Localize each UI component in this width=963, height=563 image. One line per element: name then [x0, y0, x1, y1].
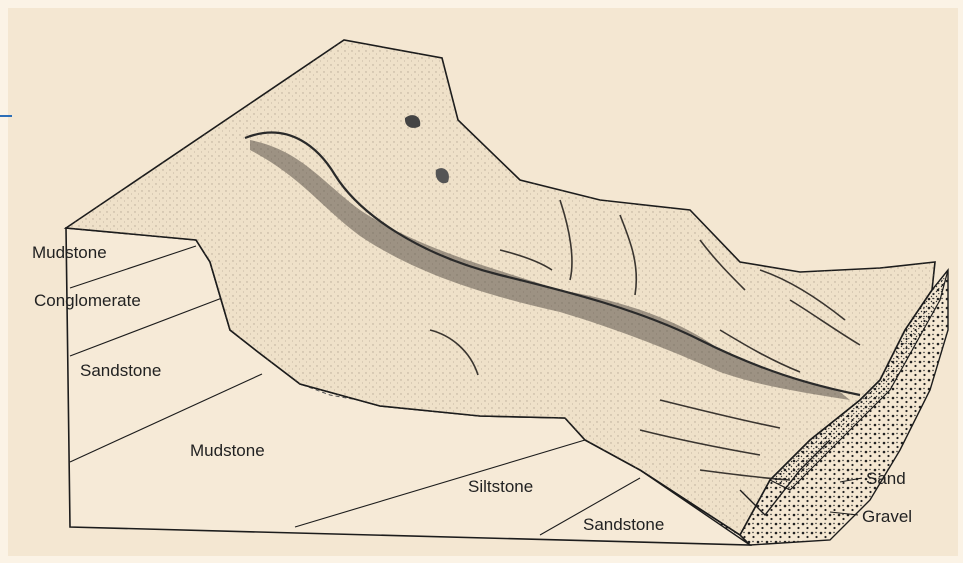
label-sand: Sand [866, 469, 906, 488]
label-sandstone-left: Sandstone [80, 361, 161, 380]
label-mudstone-top: Mudstone [32, 243, 107, 262]
label-mudstone-mid: Mudstone [190, 441, 265, 460]
label-siltstone: Siltstone [468, 477, 533, 496]
label-sandstone-bottom: Sandstone [583, 515, 664, 534]
label-conglomerate: Conglomerate [34, 291, 141, 310]
label-gravel: Gravel [862, 507, 912, 526]
